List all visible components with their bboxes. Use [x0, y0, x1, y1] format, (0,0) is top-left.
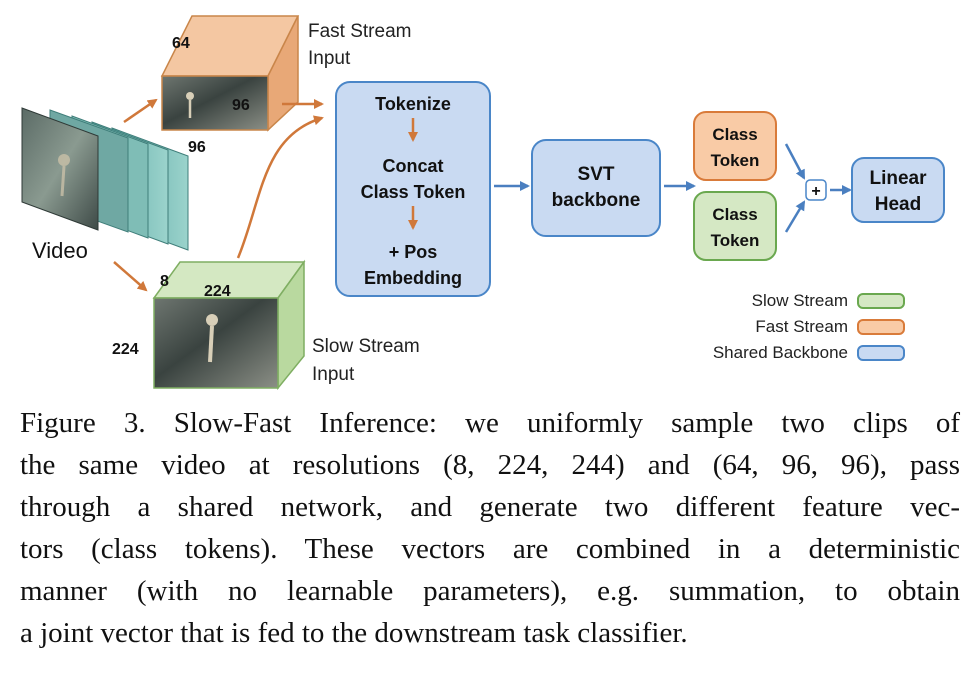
sum-operator	[805, 179, 827, 201]
pos-step-line2: Embedding	[364, 268, 462, 288]
caption-line-6: a joint vector that is fed to the downst…	[20, 617, 688, 649]
fast-token-line2: Token	[711, 151, 760, 170]
legend-label-slow: Slow Stream	[752, 291, 848, 310]
video-frames-stack	[21, 107, 189, 251]
linear-head-line1: Linear	[869, 168, 927, 189]
caption-line-4: tors (class tokens). These vectors are c…	[20, 533, 960, 565]
caption-line-2: the same video at resolutions (8, 224, 2…	[20, 449, 960, 481]
arrow-video-to-fast	[123, 98, 158, 124]
linear-head-box	[851, 157, 945, 223]
fast-dim-frames: 64	[172, 35, 190, 52]
arrow-fast-token-to-sum	[784, 143, 806, 180]
method-diagram: Video 64 96 96 Fast Stream Input 8 224 2…	[21, 15, 945, 391]
slow-dim-width: 224	[204, 283, 231, 300]
slow-dim-height: 224	[112, 341, 139, 358]
slow-stream-input-cuboid	[152, 259, 306, 391]
legend-label-shared: Shared Backbone	[713, 343, 848, 362]
figure-caption: Figure 3. Slow-Fast Inference: we unifor…	[20, 402, 960, 654]
pos-step-line1: + Pos	[389, 242, 438, 262]
fast-token-line1: Class	[712, 125, 757, 144]
legend-label-fast: Fast Stream	[755, 317, 848, 336]
backbone-line2: backbone	[552, 190, 641, 211]
caption-line-5: manner (with no learnable parameters), e…	[20, 575, 960, 607]
tokenize-step: Tokenize	[375, 94, 451, 114]
tokenizer-box	[335, 81, 491, 297]
caption-line-1: Figure 3. Slow-Fast Inference: we unifor…	[20, 407, 960, 439]
fast-stream-input-cuboid	[160, 15, 300, 132]
arrow-video-to-slow	[113, 261, 148, 292]
fast-input-label-line1: Fast Stream	[308, 21, 411, 42]
caption-line-3: through a shared network, and generate t…	[20, 491, 960, 523]
fast-input-label-line2: Input	[308, 48, 351, 69]
concat-step-line2: Class Token	[361, 182, 466, 202]
slow-token-line1: Class	[712, 205, 757, 224]
slow-dim-frames: 8	[160, 273, 169, 290]
backbone-line1: SVT	[578, 164, 615, 185]
concat-step-line1: Concat	[382, 156, 443, 176]
arrow-slow-token-to-sum	[784, 200, 806, 233]
slow-input-label-line2: Input	[312, 364, 355, 385]
legend-swatch-fast	[857, 319, 905, 335]
linear-head-line2: Head	[875, 194, 921, 215]
video-label: Video	[32, 238, 88, 263]
legend: Slow Stream Fast Stream Shared Backbone	[713, 291, 905, 362]
slow-input-label-line1: Slow Stream	[312, 336, 420, 357]
slow-class-token-box	[693, 191, 777, 261]
fast-class-token-box	[693, 111, 777, 181]
legend-swatch-shared	[857, 345, 905, 361]
fast-dim-width: 96	[232, 97, 250, 114]
slow-token-line2: Token	[711, 231, 760, 250]
arrow-slow-to-tokenizer	[236, 115, 324, 259]
svt-backbone-box	[531, 139, 661, 237]
fast-dim-height: 96	[188, 139, 206, 156]
legend-swatch-slow	[857, 293, 905, 309]
sum-symbol: +	[811, 183, 820, 200]
